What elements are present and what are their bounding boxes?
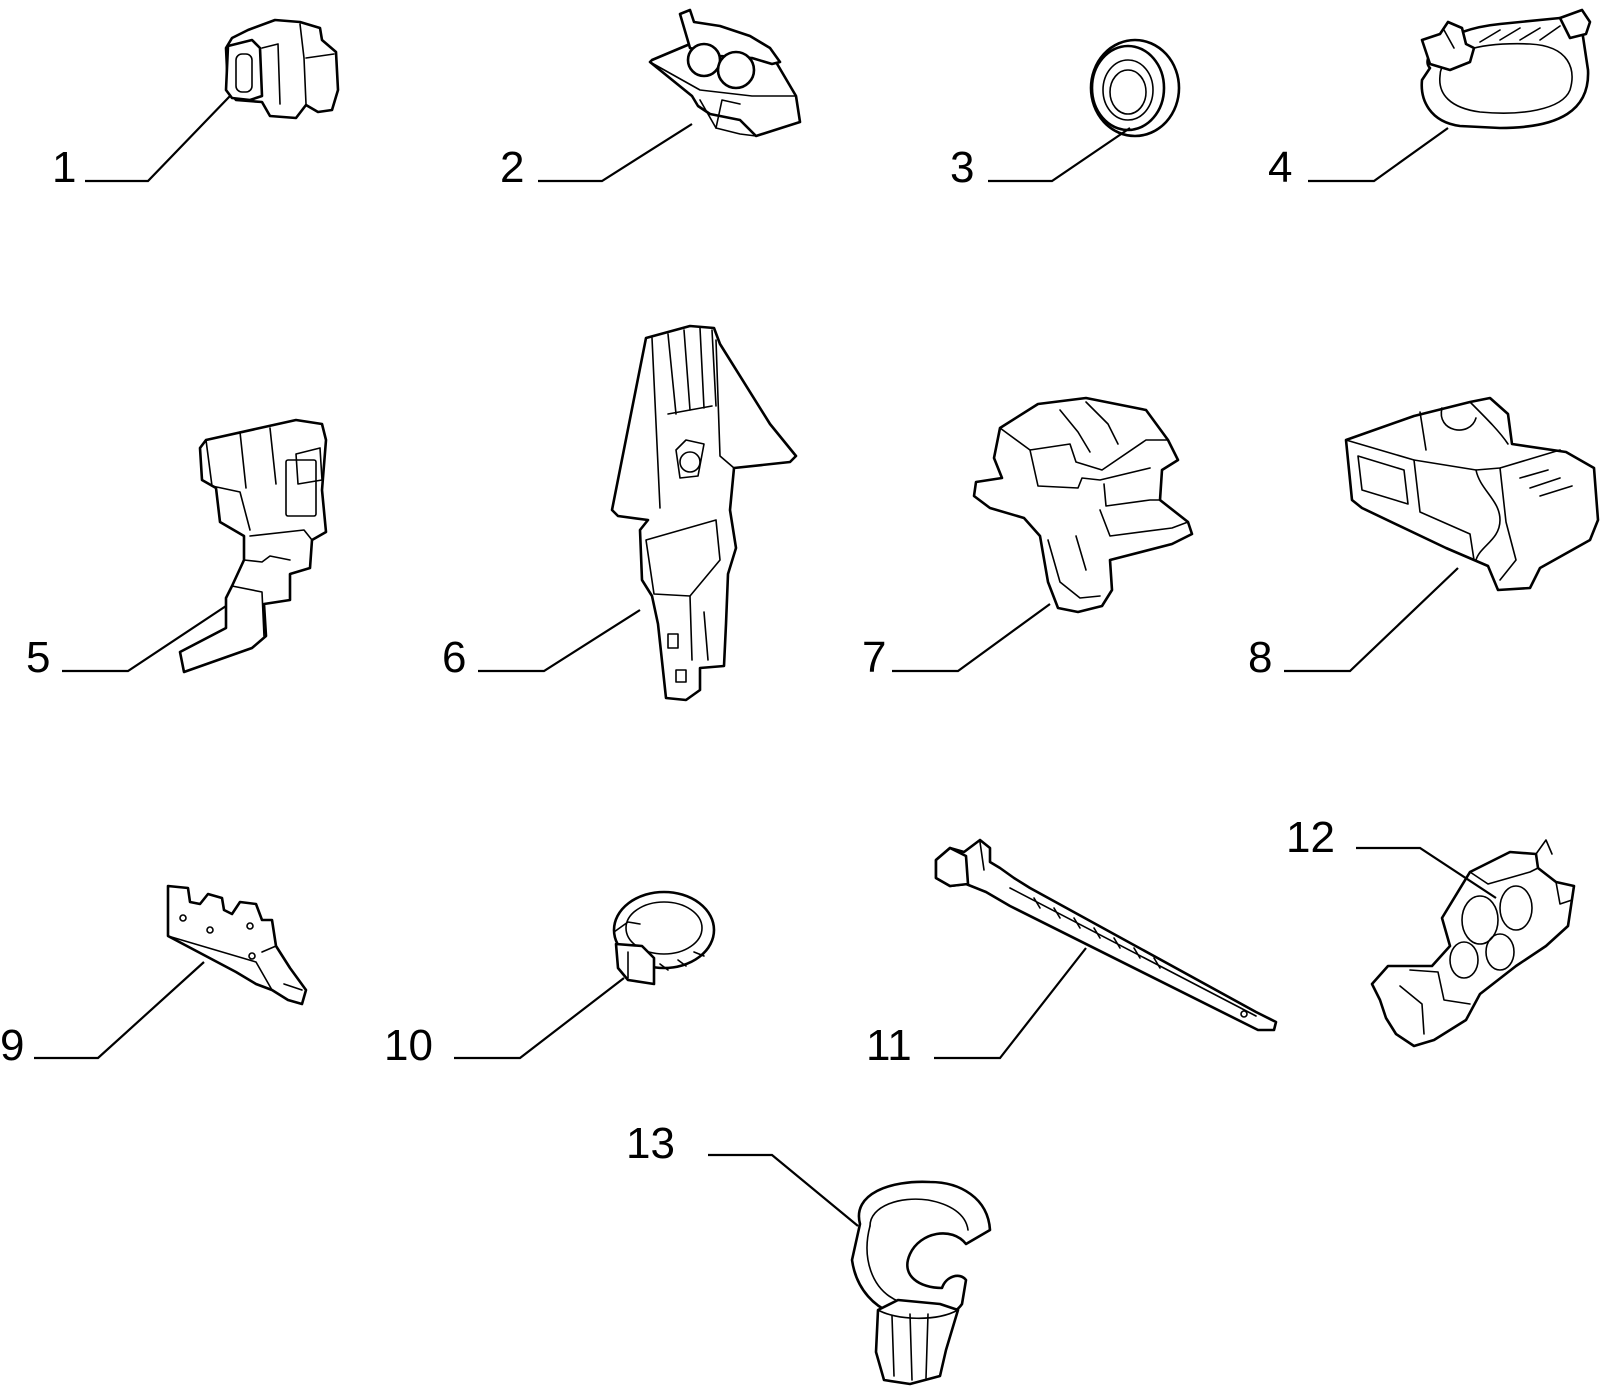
part-10: 10 xyxy=(384,890,716,1070)
part-label-2: 2 xyxy=(500,143,524,192)
double-channel-clip-icon xyxy=(1344,396,1600,592)
arrow-mount-clip-icon xyxy=(610,324,798,702)
leader-line-11 xyxy=(934,947,1087,1060)
part-label-12: 12 xyxy=(1286,813,1335,862)
cable-tie-icon xyxy=(934,838,1278,1032)
hook-clip-icon xyxy=(850,1180,992,1386)
leader-line-5 xyxy=(62,605,227,673)
leader-line-8 xyxy=(1284,567,1459,673)
part-6: 6 xyxy=(442,324,798,702)
part-2: 2 xyxy=(500,8,802,192)
part-11: 11 xyxy=(866,838,1278,1070)
part-label-7: 7 xyxy=(862,633,886,682)
part-label-13: 13 xyxy=(626,1119,675,1168)
part-1: 1 xyxy=(52,18,340,192)
angled-bracket-clip-icon xyxy=(178,418,328,674)
part-5: 5 xyxy=(26,418,328,682)
part-label-8: 8 xyxy=(1248,633,1272,682)
part-label-1: 1 xyxy=(52,143,76,192)
leader-line-12 xyxy=(1356,846,1497,899)
part-3: 3 xyxy=(950,38,1181,192)
part-label-3: 3 xyxy=(950,143,974,192)
part-9: 9 xyxy=(0,884,308,1070)
leader-line-10 xyxy=(454,977,625,1060)
hose-clamp-icon xyxy=(612,890,716,986)
part-label-4: 4 xyxy=(1268,143,1292,192)
part-label-9: 9 xyxy=(0,1021,24,1070)
round-grommet-icon xyxy=(1089,38,1181,138)
part-4: 4 xyxy=(1268,8,1592,192)
part-13: 13 xyxy=(626,1119,992,1386)
leader-line-6 xyxy=(478,609,641,673)
leader-line-1 xyxy=(85,95,231,183)
leader-line-13 xyxy=(708,1153,859,1227)
part-7: 7 xyxy=(862,396,1194,682)
leader-line-7 xyxy=(892,603,1051,673)
flat-bracket-icon xyxy=(166,884,308,1006)
part-label-11: 11 xyxy=(866,1021,912,1070)
push-in-cable-clip-icon xyxy=(972,396,1194,614)
oval-band-clamp-icon xyxy=(1420,8,1592,130)
double-pipe-clip-icon xyxy=(648,8,802,138)
grommet-connector-icon xyxy=(224,18,340,120)
part-12: 12 xyxy=(1286,813,1576,1048)
leader-line-9 xyxy=(34,961,205,1060)
part-label-6: 6 xyxy=(442,633,466,682)
part-label-10: 10 xyxy=(384,1021,433,1070)
part-8: 8 xyxy=(1248,396,1600,682)
leader-line-4 xyxy=(1308,127,1449,183)
twin-pipe-holder-icon xyxy=(1370,839,1576,1048)
part-label-5: 5 xyxy=(26,633,50,682)
leader-line-3 xyxy=(988,127,1131,183)
leader-line-2 xyxy=(538,123,693,183)
